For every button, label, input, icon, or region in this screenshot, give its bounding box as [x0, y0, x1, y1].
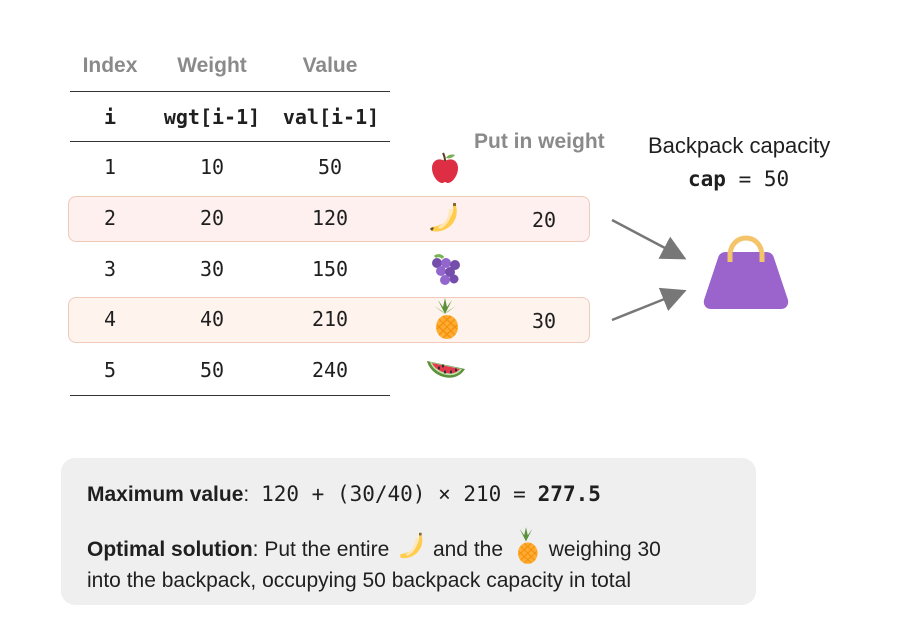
pineapple-icon: [434, 298, 458, 339]
row-3-index: 3: [103, 257, 117, 281]
grapes-icon: [432, 254, 460, 285]
row-2-value: 120: [311, 206, 349, 230]
row-1-index: 1: [103, 155, 117, 179]
banana-icon: [430, 203, 457, 232]
highlight-row-2: [68, 196, 590, 242]
maximum-value-label: Maximum value: [87, 483, 244, 506]
pineapple-icon: [517, 527, 538, 564]
watermelon-icon: [427, 361, 465, 378]
summary-box: Maximum value: 120 + (30/40) × 210 = 277…: [61, 458, 756, 605]
subheader-wgt: wgt[i-1]: [163, 105, 261, 129]
row-4-weight: 40: [199, 307, 225, 331]
row-2-index: 2: [103, 206, 117, 230]
arrow-pineapple: [611, 287, 687, 322]
table-bottom-rule: [70, 395, 390, 396]
maximum-value-expression: 120 + (30/40) × 210: [261, 482, 502, 506]
header-value: Value: [302, 54, 358, 77]
row-1-weight: 10: [199, 155, 225, 179]
cap-number: 50: [763, 167, 790, 191]
row-2-weight: 20: [199, 206, 225, 230]
row-4-value: 210: [311, 307, 349, 331]
arrows-to-backpack: [611, 218, 687, 322]
put-in-weight-row-4: 30: [531, 309, 557, 333]
maximum-value-equals: =: [513, 482, 526, 506]
header-index: Index: [82, 54, 138, 77]
row-1-value: 50: [317, 155, 343, 179]
put-in-weight-label: Put in weight: [474, 130, 605, 153]
backpack-capacity-label: Backpack capacity: [648, 133, 831, 158]
cap-equals: =: [738, 167, 752, 191]
row-3-value: 150: [311, 257, 349, 281]
header-weight: Weight: [177, 54, 247, 77]
optimal-solution-part-1: : Put the entire: [252, 538, 390, 561]
apple-icon: [432, 152, 458, 183]
subheader-val: val[i-1]: [282, 105, 380, 129]
maximum-value-result: 277.5: [537, 482, 601, 506]
optimal-solution-part-4: into the backpack, occupying 50 backpack…: [87, 569, 631, 592]
row-4-index: 4: [103, 307, 117, 331]
row-5-value: 240: [311, 358, 349, 382]
row-5-index: 5: [103, 358, 117, 382]
banana-icon: [400, 532, 423, 559]
maximum-value-line: Maximum value: 120 + (30/40) × 210 = 277…: [87, 482, 601, 507]
optimal-solution-part-2: and the: [432, 538, 504, 561]
arrow-banana: [611, 218, 687, 260]
backpack-icon: [703, 235, 789, 309]
optimal-solution-text: Optimal solution: Put the entire and the…: [87, 526, 747, 596]
put-in-weight-row-2: 20: [531, 208, 557, 232]
table-top-rule: [70, 91, 390, 92]
highlight-row-4: [68, 297, 590, 343]
row-3-weight: 30: [199, 257, 225, 281]
subheader-i: i: [103, 105, 117, 129]
backpack-capacity-value: cap = 50: [688, 167, 789, 191]
table-header-rule: [70, 141, 390, 142]
row-5-weight: 50: [199, 358, 225, 382]
maximum-value-colon: :: [243, 483, 250, 506]
optimal-solution-label: Optimal solution: [87, 538, 253, 561]
cap-variable: cap: [688, 167, 726, 191]
optimal-solution-part-3: weighing 30: [548, 538, 661, 561]
